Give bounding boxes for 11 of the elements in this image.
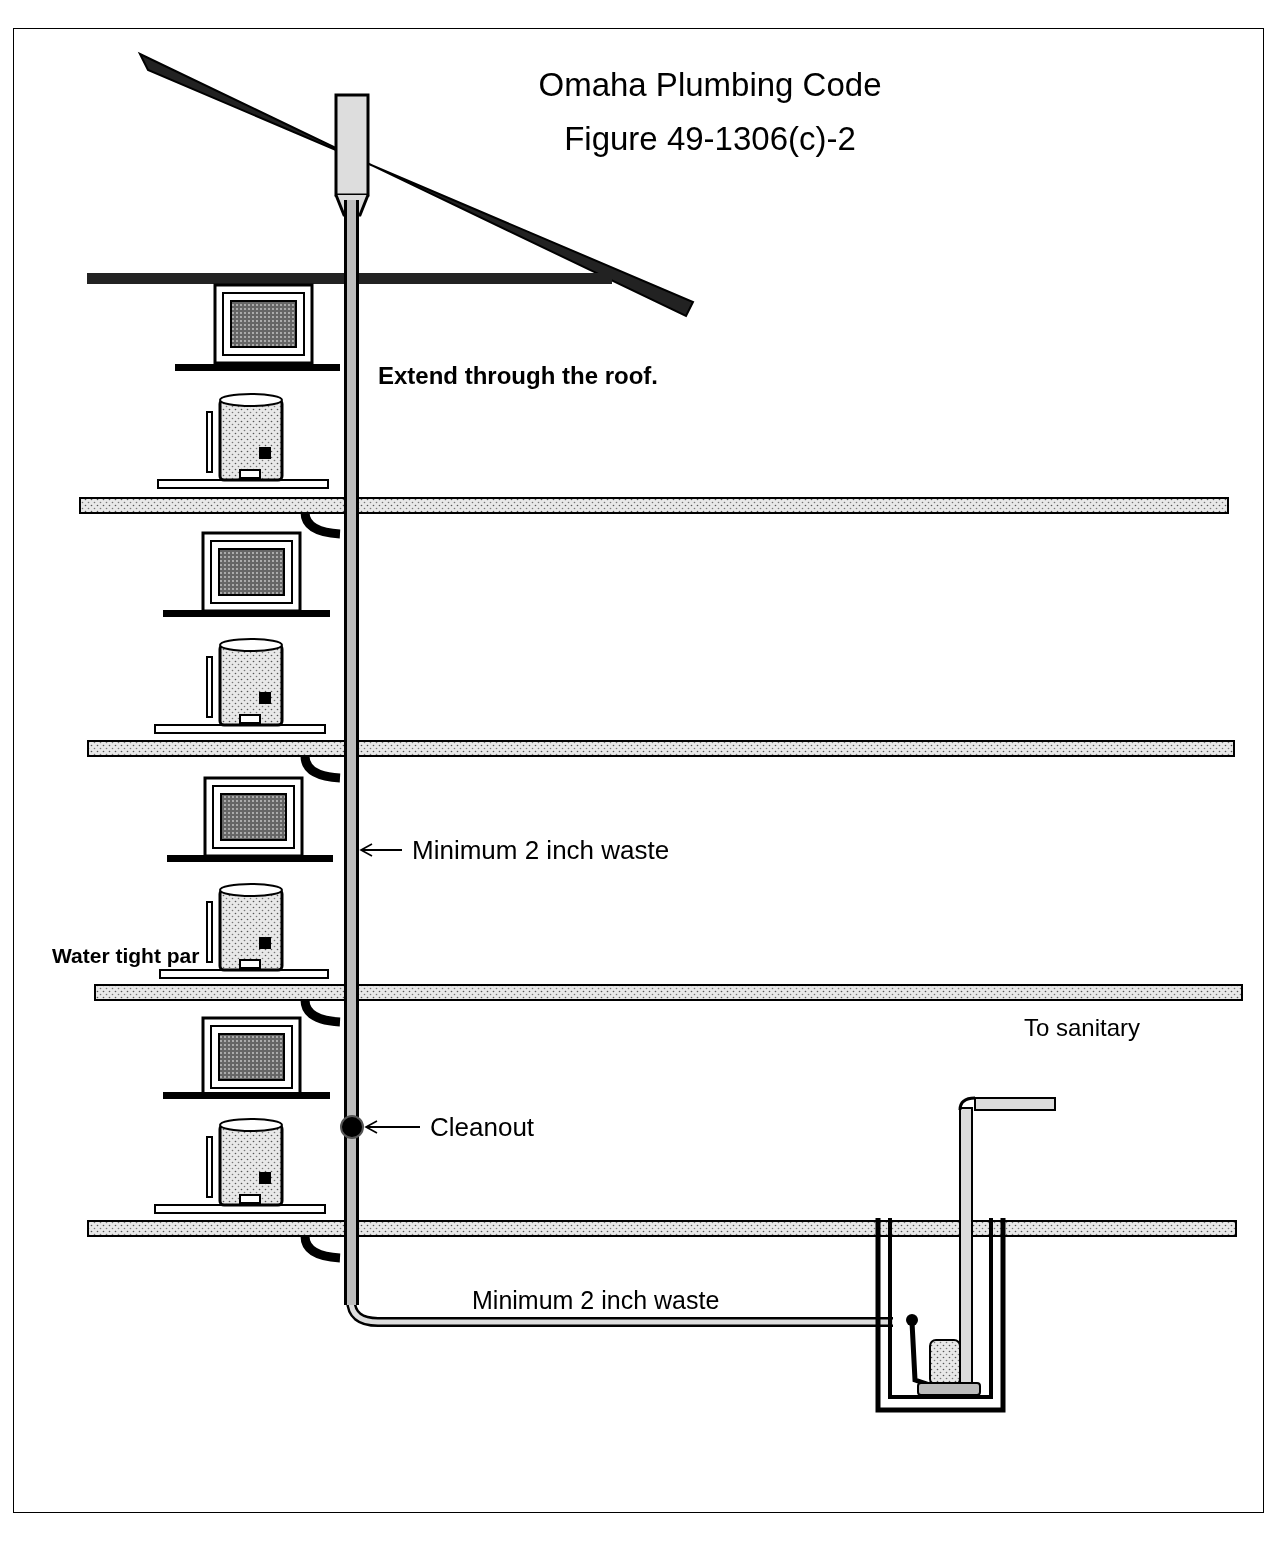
annotation-text: Water tight par [52,943,200,969]
stack-pipe [344,200,359,1305]
cleanout-fitting [340,1115,364,1139]
annotation-text: Extend through the roof. [378,361,658,391]
annotation-text: To sanitary [1024,1013,1141,1043]
leader-arrow [365,1120,421,1134]
annotation-text: Minimum 2 inch waste [472,1285,720,1316]
callout-text: Minimum 2 inch waste [412,833,722,867]
leader-arrow [360,843,403,857]
diagram-title: Omaha Plumbing Code Figure 49-1306(c)-2 [537,65,883,159]
callout-text: Cleanout [430,1110,560,1144]
